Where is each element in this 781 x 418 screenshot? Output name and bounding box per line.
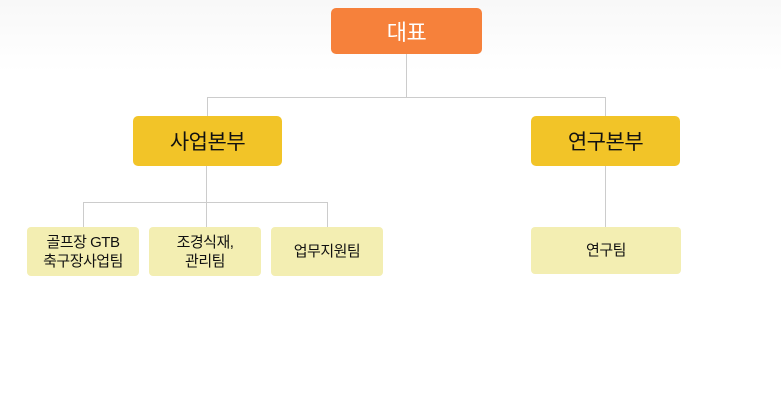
node-research-division: 연구본부 <box>531 116 680 166</box>
connector-research-down <box>605 166 606 227</box>
connector-rail-level2 <box>83 202 327 203</box>
node-ceo: 대표 <box>331 8 482 54</box>
node-research-team: 연구팀 <box>531 227 681 274</box>
connector-ceo-down <box>406 54 407 97</box>
node-business-division: 사업본부 <box>133 116 282 166</box>
connector-team3-up <box>327 202 328 227</box>
node-landscape-management-team: 조경식재, 관리팀 <box>149 227 261 276</box>
node-business-support-team: 업무지원팀 <box>271 227 383 276</box>
connector-team1-up <box>83 202 84 227</box>
connector-rail-level1 <box>207 97 606 98</box>
connector-business-up <box>207 97 208 116</box>
connector-research-up <box>605 97 606 116</box>
connector-business-down <box>206 166 207 227</box>
node-golf-soccer-business-team: 골프장 GTB 축구장사업팀 <box>27 227 139 276</box>
